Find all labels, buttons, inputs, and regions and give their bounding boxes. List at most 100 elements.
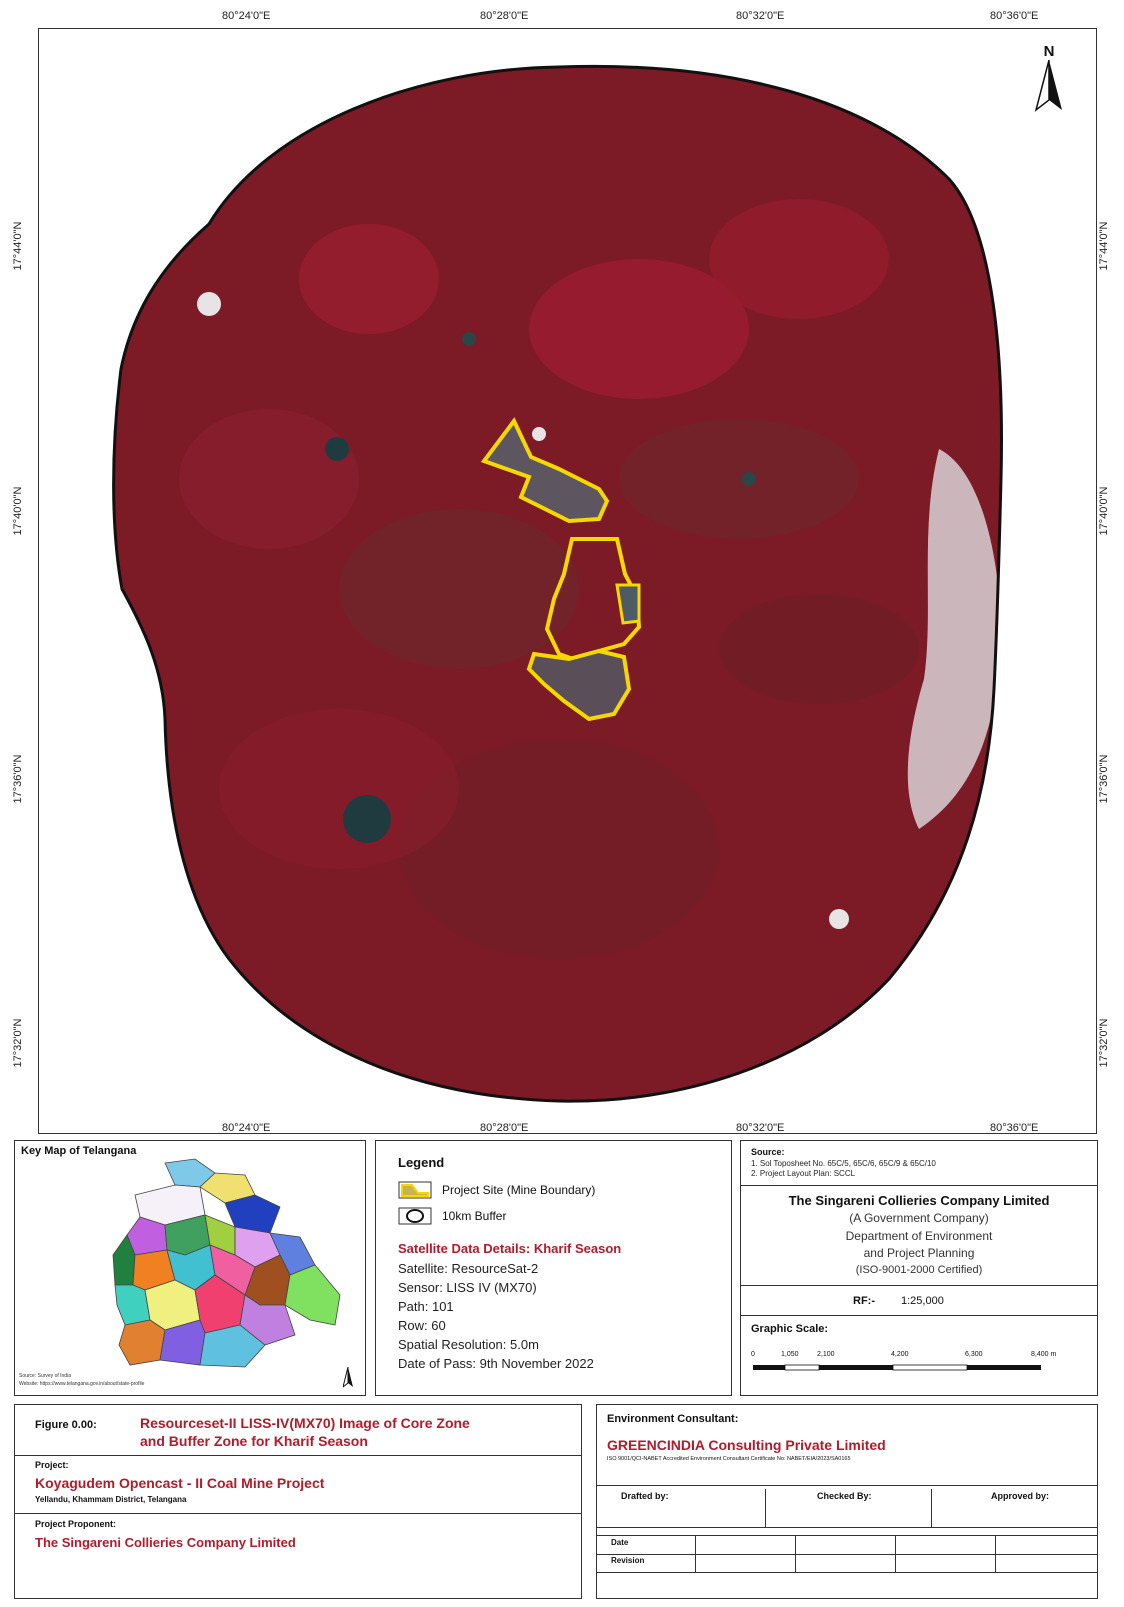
legend-panel: Legend Project Site (Mine Boundary) 10km… [375,1140,732,1396]
key-map-footnote-2: Website: https://www.telangana.gov.in/ab… [19,1381,145,1387]
revision-cell-4[interactable] [995,1554,1098,1572]
drafted-by-label: Drafted by: [621,1491,669,1501]
company-type: (A Government Company) [849,1211,989,1225]
imagery-patch [339,509,579,669]
scale-tick-1: 1,050 [781,1351,799,1358]
date-cell-2[interactable] [795,1536,896,1554]
water-body [742,472,756,486]
north-arrow: N [1029,43,1069,123]
scale-tick-2: 2,100 [817,1351,835,1358]
info-panel: Source: 1. Sol Toposheet No. 65C/5, 65C/… [740,1140,1098,1396]
top-tick-4: 80°36'0"E [990,10,1039,22]
bottom-tick-2: 80°28'0"E [480,1122,529,1134]
cloud-spot [829,909,849,929]
key-map-panel: Key Map of Telangana Source: Survey of I… [14,1140,366,1396]
imagery-patch [709,199,889,319]
water-body [325,437,349,461]
row-value: Row: 60 [398,1318,446,1333]
date-cell-1[interactable] [695,1536,796,1554]
imagery-patch [179,409,359,549]
revision-cell-2[interactable] [795,1554,896,1572]
source-line-2: 2. Project Layout Plan: SCCL [751,1169,856,1178]
company-name: The Singareni Collieries Company Limited [788,1193,1050,1208]
revision-label: Revision [611,1556,645,1565]
checked-by-label: Checked By: [817,1491,872,1501]
figure-divider [15,1455,581,1456]
date-cell-3[interactable] [895,1536,996,1554]
mine-boundary-central-pit[interactable] [615,583,641,625]
company-department-2: and Project Planning [863,1246,975,1260]
consultant-accreditation: ISO 9001/QCI-NABET Accredited Environmen… [607,1456,851,1462]
scale-tick-5: 8,400 m [1031,1351,1057,1358]
spatial-resolution: Spatial Resolution: 5.0m [398,1337,539,1352]
company-department: Department of Environment [845,1229,993,1243]
approved-by-cell[interactable]: Approved by: [931,1489,1097,1528]
north-arrow-icon [1034,59,1062,112]
project-location: Yellandu, Khammam District, Telangana [35,1495,187,1504]
bottom-tick-3: 80°32'0"E [736,1122,785,1134]
left-tick-1: 17°44'0"N [12,221,24,271]
imagery-patch [299,224,439,334]
scale-tick-0: 0 [751,1351,755,1358]
bottom-tick-4: 80°36'0"E [990,1122,1039,1134]
proponent-label: Project Proponent: [35,1519,117,1529]
rf-value: 1:25,000 [901,1295,944,1307]
company-divider [741,1285,1097,1286]
left-tick-3: 17°36'0"N [12,754,24,804]
buffer-outline [112,64,1003,1103]
scale-bar [753,1364,1041,1371]
date-label: Date [611,1538,629,1547]
top-tick-2: 80°28'0"E [480,10,529,22]
key-map-north-icon [343,1367,353,1388]
right-tick-1: 17°44'0"N [1098,221,1110,271]
graphic-scale-title: Graphic Scale: [751,1323,829,1335]
mine-boundary-south[interactable] [526,648,632,722]
legend-label-buffer: 10km Buffer [442,1209,507,1223]
imagery-patch [719,594,919,704]
cloud-spot [532,427,546,441]
satellite-details-title: Satellite Data Details: Kharif Season [398,1241,622,1256]
north-label: N [1043,43,1055,60]
satellite-name: Satellite: ResourceSat-2 [398,1261,539,1276]
revision-cell-1[interactable] [695,1554,796,1572]
source-line-1: 1. Sol Toposheet No. 65C/5, 65C/6, 65C/9… [751,1159,936,1168]
cloud-cover [907,449,1001,829]
water-body [462,332,476,346]
project-label: Project: [35,1460,69,1470]
telangana-key-map[interactable] [105,1155,355,1375]
revision-cell-3[interactable] [895,1554,996,1572]
path-value: Path: 101 [398,1299,454,1314]
date-of-pass: Date of Pass: 9th November 2022 [398,1356,594,1371]
consultant-label: Environment Consultant: [607,1413,739,1425]
imagery-patch [619,419,859,539]
key-map-title: Key Map of Telangana [21,1145,137,1157]
consultant-name: GREENCINDIA Consulting Private Limited [607,1437,886,1453]
buffer-swatch-icon [398,1207,432,1225]
rf-label: RF:- [853,1295,875,1307]
figure-title-line-2: and Buffer Zone for Kharif Season [140,1433,368,1449]
consultant-panel: Environment Consultant: GREENCINDIA Cons… [596,1404,1098,1599]
signoff-divider [597,1485,1097,1486]
right-tick-4: 17°32'0"N [1098,1018,1110,1068]
figure-title-line-1: Resourceset-II LISS-IV(MX70) Image of Co… [140,1415,470,1431]
legend-title: Legend [398,1155,445,1170]
project-name: Koyagudem Opencast - II Coal Mine Projec… [35,1475,325,1491]
approved-by-label: Approved by: [991,1491,1050,1501]
imagery-patch [399,739,719,959]
drafted-by-cell[interactable]: Drafted by: [597,1489,766,1528]
satellite-map[interactable] [39,29,1097,1134]
mine-boundary-north[interactable] [480,417,610,524]
mine-boundary-swatch-icon [398,1181,432,1199]
revision-row: Revision [597,1554,1097,1573]
figure-label: Figure 0.00: [35,1419,97,1431]
source-divider [741,1185,1097,1186]
rf-divider [741,1315,1097,1316]
date-cell-4[interactable] [995,1536,1098,1554]
left-tick-4: 17°32'0"N [12,1018,24,1068]
top-tick-3: 80°32'0"E [736,10,785,22]
checked-by-cell[interactable]: Checked By: [765,1489,932,1528]
scale-tick-3: 4,200 [891,1351,909,1358]
imagery-patch [529,259,749,399]
imagery-patch [219,709,459,869]
map-frame: N [38,28,1097,1134]
